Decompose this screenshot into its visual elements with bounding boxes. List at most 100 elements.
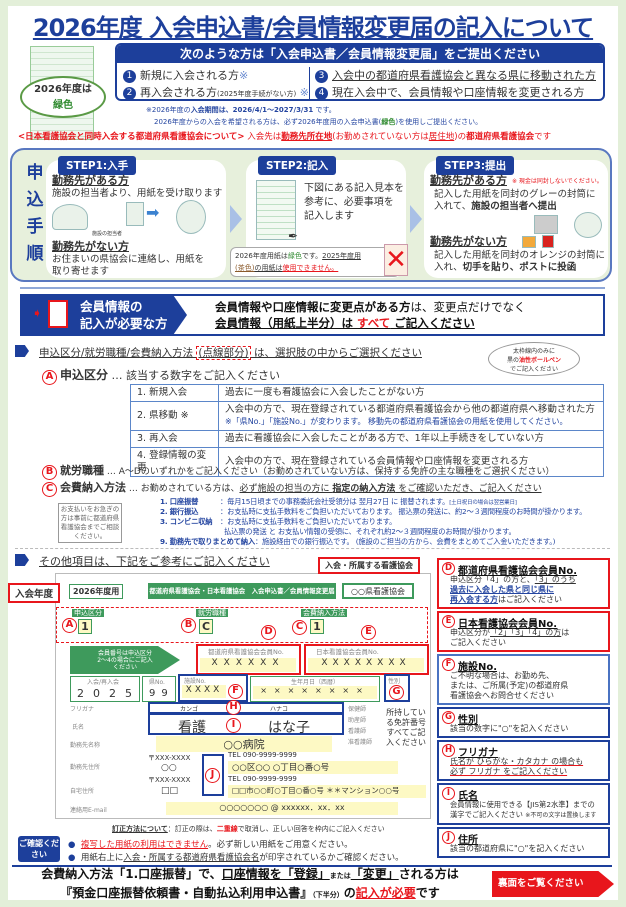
marker-a: A — [42, 370, 57, 385]
urgent-payment-note: お支払いをお急ぎの方は事前に都道府県看護協会までご相談ください。 — [58, 503, 122, 543]
t: 油性ボールペン — [519, 357, 562, 364]
cell: 4. 登録情報の変更 — [130, 447, 219, 477]
t: 施設No. — [458, 662, 498, 673]
green-form-note: 2026年度からの入会を希望される方は、必ず2026年度用の入会申込書(緑色)を… — [154, 117, 482, 127]
form-header: 都道府県看護協会・日本看護協会 入会申込書／会員情報変更届 — [148, 583, 336, 599]
t: 訂正方法について — [112, 825, 168, 833]
label-a: 申込区分 — [72, 609, 104, 617]
t: です。 — [301, 252, 323, 260]
birth-digits: ×××××××× — [253, 686, 377, 699]
application-category-table: 1. 新規入会過去に一度も看護協会に入会したことがない方 2. 県移動 ※入会中… — [130, 384, 604, 477]
step1-label: STEP1:入手 — [58, 156, 137, 175]
note-mark: ※ — [299, 86, 309, 99]
application-steps-panel: 申込手順 STEP1:入手 勤務先がある方 施設の担当者より、用紙を受け取ります… — [10, 148, 612, 282]
t: 記入します — [304, 211, 354, 222]
correction-note: 訂正方法について：訂正の際は、二重線で取消し、正しい回答を枠内にご記入ください — [112, 824, 385, 834]
t: … 該当する数字をご記入ください — [111, 369, 281, 382]
see-reverse-side-button[interactable]: 裏面をご覧ください — [492, 871, 614, 897]
t: 看護協会へお問合せください — [450, 691, 554, 700]
item-text: 再入会される方 — [140, 86, 217, 99]
form-assoc: ○○県看護協会 — [342, 583, 414, 599]
old-form-warning: 2026年度用紙は緑色です。2025年度用 (茶色)の用紙は使用できません。 — [230, 247, 400, 277]
t: ※「県No.」「施設No.」が変わります。 移動先の都道府県看護協会の用紙を使用… — [225, 417, 568, 426]
callout-join-year: 入会年度 — [8, 583, 61, 603]
pen-note: 太枠線内のみに黒の油性ボールペンでご記入ください — [488, 342, 580, 376]
t: の用紙は — [254, 264, 283, 272]
t: 会員情報や口座情報に変更点がある方 — [215, 300, 411, 314]
member-no-note: 会員番号は申込区分2～4の場合にご記入ください — [70, 646, 180, 674]
t: ：施設経由での銀行振込です。 (施設のご担当の方から、会費をまとめてご入金いただ… — [254, 537, 556, 546]
step3-card: STEP3:提出 勤務先がある方 ※ 現金は同封しないでください。 記入した用紙… — [424, 156, 608, 278]
t: 氏名が ひらがな・カタカナ の場合も — [450, 757, 584, 766]
t: ※2026年度の — [146, 106, 191, 114]
marker-g: G — [442, 711, 455, 724]
label-name: 氏名 — [72, 724, 85, 731]
t: ※不可の文字は置換します — [525, 812, 597, 819]
arrow-right-icon: ➡ — [146, 203, 160, 222]
t: 保健師 — [348, 706, 367, 713]
t: 入会中の方で、現在登録されている都道府県看護協会から他の都道府県へ移動された方 — [225, 404, 595, 415]
callout-association: 入会・所属する看護協会 — [318, 557, 420, 574]
field-e: 日本看護協会会員No.XXXXXXXX — [304, 644, 429, 675]
c: 申 — [26, 163, 44, 183]
t: 該当の数字に"○"を記入ください — [450, 724, 569, 733]
t: は、2026/4/1～2027/3/31 — [218, 106, 314, 114]
tel: TEL 090-9999-9999 — [228, 751, 297, 759]
t: 二重線 — [216, 825, 238, 833]
divider — [12, 865, 612, 867]
home-address: □□市○○町○丁目○番○号 ＊＊マンション○○号 — [228, 785, 426, 798]
gray-envelope-icon — [534, 215, 558, 234]
t: 会員番号は申込区分2～4の場合にご記入ください — [97, 650, 153, 671]
t: カンゴ — [180, 706, 199, 713]
no-cash-note: ※ 現金は同封しないでください。 — [512, 178, 603, 185]
t: 1. 口座振替 — [160, 497, 199, 506]
zip: 〒XXX-XXXX — [148, 754, 191, 762]
t: 生年月日（西暦） — [291, 679, 340, 686]
table-row: 3. 再入会過去に看護協会に入会したことがある方で、1年以上手続きをしていない方 — [130, 430, 604, 448]
t: 会費納入方法 — [60, 481, 126, 494]
c: 順 — [26, 244, 44, 264]
t: 太枠線内のみに — [512, 348, 555, 355]
email-value: ○○○○○○○ @ xxxxxx．xx．xx — [166, 802, 398, 815]
d: 2 — [77, 687, 93, 700]
t: 住所 — [458, 835, 478, 846]
cell: 1. 新規入会 — [130, 384, 219, 402]
t: 申込区分が — [450, 628, 490, 637]
e-digits: XXXXXXXX — [308, 658, 424, 672]
t: は — [561, 628, 570, 637]
form-icon — [126, 202, 144, 226]
period-note: ※2026年度の入会期間は、2026/4/1～2027/3/31 です。 — [146, 105, 336, 115]
t: 就労職種 — [60, 464, 104, 477]
marker-h: H — [226, 700, 241, 715]
t: 緑色 — [381, 118, 396, 126]
select-heading: 申込区分/就労職種/会費納入方法 (点線部分) は、選択肢の中からご選択ください — [15, 345, 422, 360]
label-b: 就労職種 — [196, 609, 228, 617]
cell: 2. 県移動 ※ — [130, 401, 219, 431]
label-email: 連絡用E-mail — [70, 807, 107, 814]
label-work: 勤務先名称 — [70, 742, 101, 749]
cell: 3. 再入会 — [130, 430, 219, 448]
d: 9 — [149, 688, 162, 699]
t: ご不明な場合は、お勤め先、 — [450, 671, 554, 680]
note-mark: ※ — [239, 69, 249, 82]
step3-mail: 入れ、切手を貼り、ポストに投函 — [434, 261, 576, 274]
t: その他項目は、下記をご参考にご記入ください — [39, 555, 270, 568]
pref-digits: 99 — [149, 688, 174, 699]
t: 2. 銀行振込 — [160, 507, 199, 516]
staff-illustration — [52, 204, 88, 230]
t: 会員情報の — [80, 299, 143, 314]
t: 申込区分 — [60, 368, 109, 382]
marker-g: G — [389, 685, 404, 700]
t: (お勤めされていない方は — [332, 132, 429, 142]
t: は、変更点だけでなく — [410, 300, 526, 314]
t: ：お支払時に支払手数料をご負担いただいております。 — [220, 517, 397, 526]
field-g: 性別 — [384, 674, 410, 702]
page-title: 2026年度 入会申込書/会員情報変更届の記入について — [32, 14, 594, 42]
t: 『預金口座振替依頼書・自動払込利用申込書』 — [60, 886, 313, 900]
